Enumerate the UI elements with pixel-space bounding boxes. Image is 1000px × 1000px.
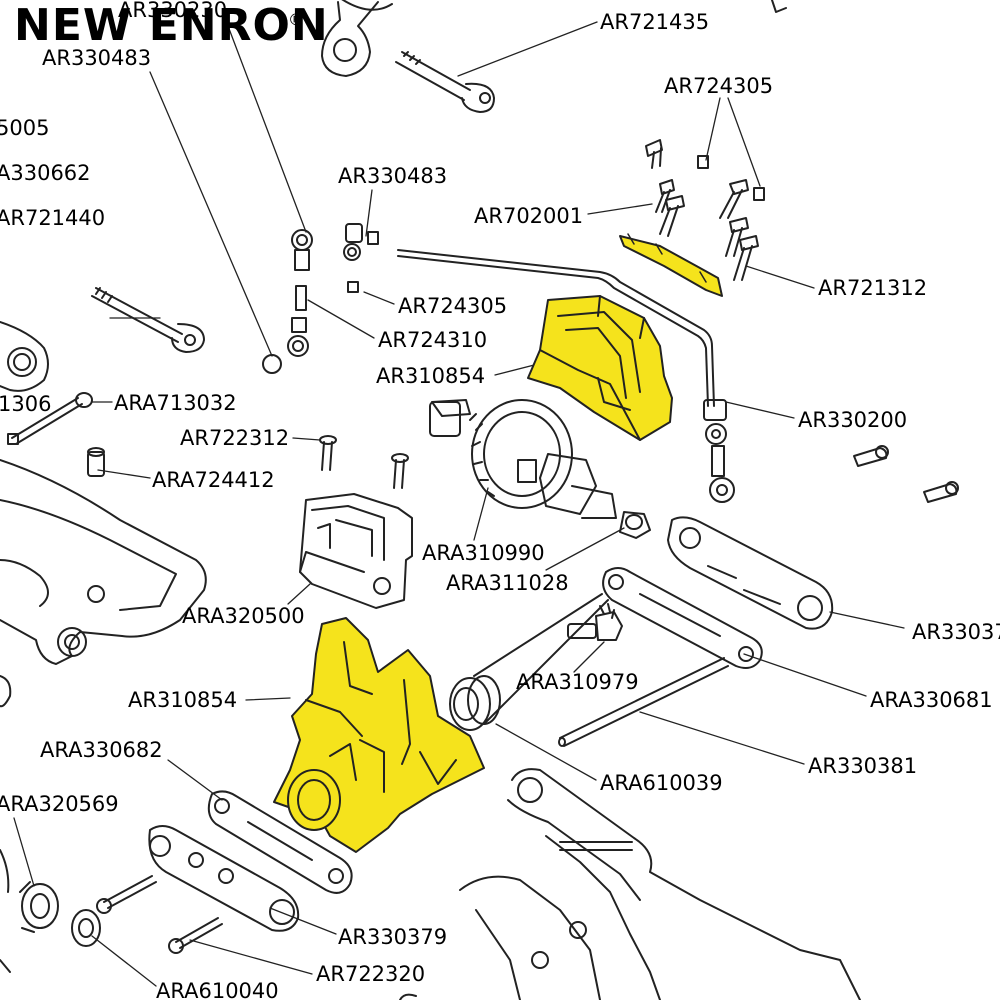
link-ar330379 — [148, 825, 300, 932]
label-part-1306: 1306 — [0, 392, 52, 416]
link-plate-ar33037 — [667, 516, 834, 630]
label-ar721435: AR721435 — [600, 10, 710, 34]
screws-right — [853, 445, 959, 503]
left-arm-lower — [0, 459, 207, 708]
bulkhead-ara320500 — [299, 493, 413, 609]
label-ara610040: ARA610040 — [156, 979, 279, 1000]
screws-ar724305 — [645, 139, 765, 281]
differential-ara310990 — [429, 399, 617, 519]
left-edge-parts — [0, 849, 11, 973]
label-ar330662: A330662 — [0, 161, 91, 185]
screw-ar722312 — [319, 435, 409, 489]
brace-ara330682 — [207, 790, 353, 894]
pinion-ara310979 — [567, 603, 623, 641]
label-ar330230: AR330230 — [118, 0, 228, 22]
label-ar722312: AR722312 — [180, 426, 290, 450]
label-ar310854: AR310854 — [128, 688, 238, 712]
label-ar330381: AR330381 — [808, 754, 918, 778]
bearing-ara610039 — [449, 593, 609, 731]
label-ara310979: ARA310979 — [516, 670, 639, 694]
bolt-ar721440 — [91, 287, 205, 353]
bearing-ara610040 — [71, 909, 101, 947]
label-ar724412: ARA724412 — [152, 468, 275, 492]
gearbox-lower-ar310854 — [273, 617, 485, 853]
label-ara311028: ARA311028 — [446, 571, 569, 595]
label-ara330681: ARA330681 — [870, 688, 993, 712]
label-ar724305-top: AR724305 — [664, 74, 774, 98]
bushing-ara320569 — [19, 881, 59, 933]
hub-arm-top — [321, 0, 393, 77]
hinge-pin-ara713032 — [7, 392, 93, 445]
label-ar724305: AR724305 — [398, 294, 508, 318]
label-ara320500: ARA320500 — [182, 604, 305, 628]
left-arm-upper — [0, 321, 49, 392]
rod-end-links — [262, 223, 379, 374]
sway-bar-ar330200 — [397, 249, 735, 503]
label-ar33037: AR33037 — [912, 620, 1000, 644]
label-ara610039: ARA610039 — [600, 771, 723, 795]
bracket-ar721312 — [619, 235, 723, 297]
label-ar330483-top: AR330483 — [42, 46, 152, 70]
label-ar310854-top: AR310854 — [376, 364, 486, 388]
gearbox-cover-ar310854-top — [527, 295, 673, 441]
label-ar721312: AR721312 — [818, 276, 928, 300]
registered-mark: ® — [288, 10, 304, 29]
label-ara320569: ARA320569 — [0, 792, 119, 816]
screws-lower-left — [96, 875, 223, 954]
cup-ara311028 — [619, 511, 651, 539]
label-ara713032: ARA713032 — [114, 391, 237, 415]
label-ar702001: AR702001 — [474, 204, 584, 228]
label-ar721440: AR721440 — [0, 206, 106, 230]
label-ar724310: AR724310 — [378, 328, 488, 352]
bolt-ar721435 — [395, 51, 495, 113]
brand-logo: NEW ENRON — [14, 0, 329, 51]
label-ar330200: AR330200 — [798, 408, 908, 432]
brace-ara330681 — [602, 567, 763, 669]
label-ara330682: ARA330682 — [40, 738, 163, 762]
label-ar722320: AR722320 — [316, 962, 426, 986]
spacer-ar724412 — [87, 447, 105, 477]
right-arm-lower — [399, 768, 861, 1000]
label-part-5005: 5005 — [0, 116, 50, 140]
label-ara310990: ARA310990 — [422, 541, 545, 565]
leader-lines — [13, 21, 905, 987]
pin-top — [771, 0, 787, 13]
label-ar330483: AR330483 — [338, 164, 448, 188]
shaft-ar330381 — [558, 657, 729, 747]
label-ar330379: AR330379 — [338, 925, 448, 949]
